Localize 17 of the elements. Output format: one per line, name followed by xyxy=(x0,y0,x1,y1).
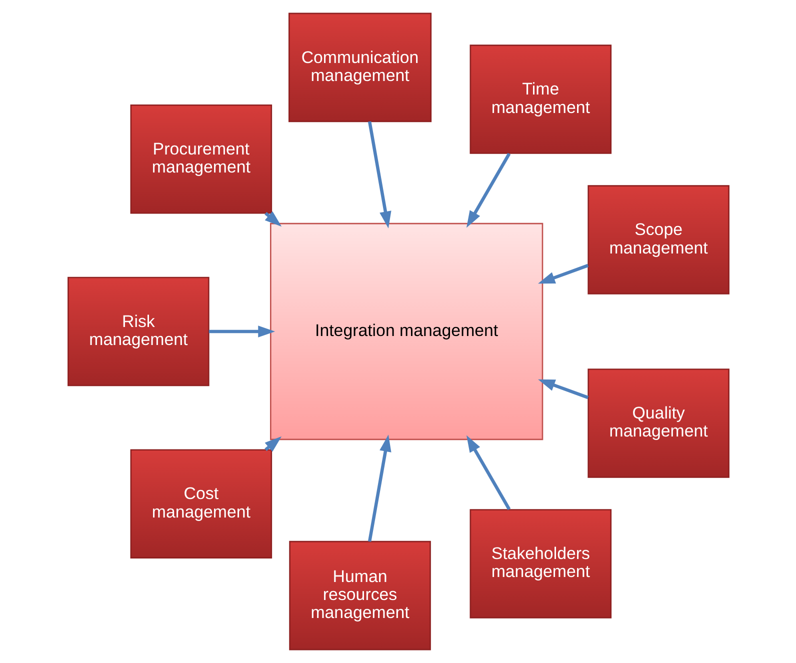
node-box: Risk management xyxy=(67,276,209,386)
node-box: Scope management xyxy=(587,185,729,294)
node-box: Quality management xyxy=(587,368,729,478)
node-box: Human resources management xyxy=(288,540,430,650)
node-box: Communication management xyxy=(288,12,432,122)
node-box: Cost management xyxy=(130,449,272,558)
arrow xyxy=(466,152,510,228)
node-box: Stakeholders management xyxy=(469,509,612,618)
node-box: Procurement management xyxy=(130,104,272,214)
arrow xyxy=(208,326,275,338)
node-box: Integration management xyxy=(270,222,543,440)
arrow xyxy=(466,435,510,510)
arrow xyxy=(367,121,391,228)
node-box: Time management xyxy=(469,44,612,154)
arrow xyxy=(538,379,588,400)
arrow xyxy=(538,264,588,284)
arrow xyxy=(367,434,391,542)
